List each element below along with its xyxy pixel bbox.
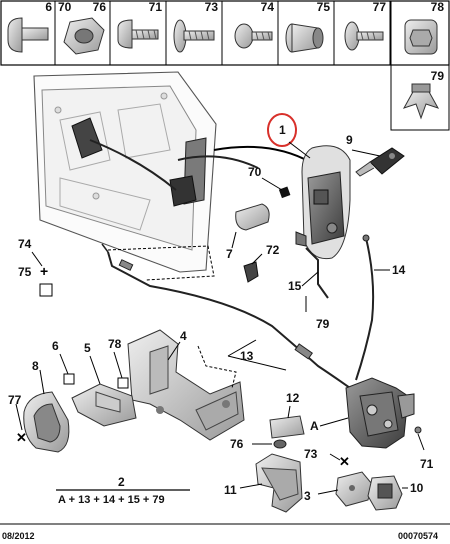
callout-79: 79 bbox=[316, 317, 330, 331]
header-ref-70: 70 bbox=[58, 0, 72, 14]
flange-head-screw-icon bbox=[173, 19, 215, 53]
callout-A-lock: A bbox=[310, 419, 319, 433]
handle-insert bbox=[235, 203, 270, 231]
callout-70: 70 bbox=[248, 165, 262, 179]
inside-handle-bracket bbox=[127, 329, 245, 441]
header-ref-77: 77 bbox=[372, 0, 386, 14]
callout-3: 3 bbox=[304, 489, 311, 503]
header-ref-75: 75 bbox=[316, 0, 330, 14]
header-ref-71: 71 bbox=[148, 0, 162, 14]
header-ref-74: 74 bbox=[260, 0, 274, 14]
door-panel bbox=[33, 71, 259, 273]
callout-11: 11 bbox=[224, 483, 237, 497]
footer-date: 08/2012 bbox=[2, 531, 35, 541]
assembly-formula: A + 13 + 14 + 15 + 79 bbox=[58, 494, 165, 506]
callout-1: 1 bbox=[279, 123, 286, 137]
clip-72 bbox=[243, 261, 259, 283]
callout-77: 77 bbox=[8, 393, 22, 407]
callout-78: 78 bbox=[108, 337, 122, 351]
callout-7: 7 bbox=[226, 247, 233, 261]
outside-handle-assembly bbox=[295, 145, 351, 260]
callout-12: 12 bbox=[286, 391, 300, 405]
callout-71: 71 bbox=[420, 457, 434, 471]
callout-6: 6 bbox=[52, 339, 59, 353]
striker-plate-10 bbox=[367, 475, 403, 511]
header-ref-78: 78 bbox=[430, 0, 444, 14]
header-ref-79: 79 bbox=[430, 69, 444, 83]
callout-9: 9 bbox=[346, 133, 353, 147]
inside-handle-lever bbox=[71, 383, 137, 427]
header-ref-73: 73 bbox=[204, 0, 218, 14]
callout-13: 13 bbox=[240, 349, 254, 363]
header-ref-76: 76 bbox=[92, 0, 106, 14]
reinforcement-plate bbox=[269, 415, 305, 439]
callout-75: 75 bbox=[18, 265, 32, 279]
callout-73: 73 bbox=[304, 447, 318, 461]
callout-72: 72 bbox=[266, 243, 280, 257]
lower-bracket-11 bbox=[255, 453, 303, 513]
callout-8: 8 bbox=[32, 359, 39, 373]
hex-nut-icon bbox=[63, 17, 105, 55]
callout-76: 76 bbox=[230, 437, 244, 451]
cross-marker-73: ✕ bbox=[339, 454, 350, 469]
torx-button-screw-icon bbox=[117, 19, 159, 49]
handle-bezel-8 bbox=[23, 391, 70, 453]
callout-10: 10 bbox=[410, 481, 424, 495]
footer-reference: 00070574 bbox=[398, 531, 439, 541]
header-ref-6: 6 bbox=[45, 0, 52, 14]
cross-marker-77: ✕ bbox=[16, 430, 27, 445]
callout-2: 2 bbox=[118, 475, 125, 489]
callout-4: 4 bbox=[180, 329, 187, 343]
cage-nut-icon bbox=[285, 23, 324, 53]
callout-74: 74 bbox=[18, 237, 32, 251]
screw-round-head-icon bbox=[7, 17, 49, 53]
striker-3 bbox=[335, 471, 373, 507]
key-fob bbox=[355, 147, 405, 177]
callout-15: 15 bbox=[288, 279, 302, 293]
flange-torx-screw-icon bbox=[344, 21, 384, 51]
plus-marker: + bbox=[40, 263, 48, 279]
push-rivet-clip-icon bbox=[390, 64, 450, 131]
callout-14: 14 bbox=[392, 263, 406, 277]
torx-pan-screw-icon bbox=[234, 23, 273, 49]
door-lock-mechanism bbox=[345, 377, 415, 449]
callout-5: 5 bbox=[84, 341, 91, 355]
